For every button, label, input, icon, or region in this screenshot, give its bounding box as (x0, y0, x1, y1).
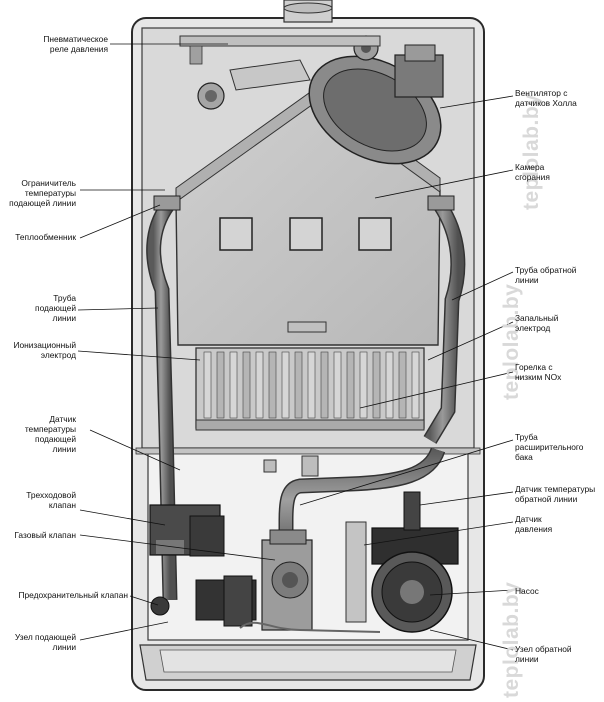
burner-bar (411, 351, 420, 419)
leader-line (79, 204, 161, 239)
burner-bar (242, 351, 251, 419)
leader-line (429, 589, 514, 596)
leader-line (79, 534, 276, 561)
label-fan-hall: Вентилятор с датчиков Холла (515, 88, 577, 108)
burner-bar (385, 351, 394, 419)
label-flow-pipe: Труба подающей линии (35, 293, 76, 323)
leader-line (89, 429, 181, 471)
label-flow-temp-sensor: Датчик температуры подающей линии (24, 414, 76, 454)
label-pump: Насос (515, 586, 539, 596)
leader-lines (77, 43, 514, 651)
pressure-relay-body (179, 35, 381, 110)
label-pressure-sensor: Датчик давления (515, 514, 553, 534)
burner-bar (307, 351, 316, 419)
label-return-unit: Узел обратной линии (515, 644, 572, 664)
expansion-pipe-body (278, 447, 446, 560)
label-three-way-valve: Трехходовой клапан (26, 490, 76, 510)
leader-line (439, 95, 514, 109)
burner-bar (333, 351, 342, 419)
three-way-valve-body (149, 504, 225, 557)
burner-bar (229, 351, 238, 419)
flow-pipe-body (146, 195, 181, 601)
label-pressure-relay: Пневматическое реле давления (43, 34, 108, 54)
fan-unit (308, 35, 444, 165)
label-ignition-electrode: Запальный электрод (515, 313, 559, 333)
leader-line (427, 321, 514, 361)
leader-line (79, 509, 166, 526)
label-gas-valve: Газовый клапан (14, 530, 76, 540)
leader-line (77, 350, 201, 361)
label-ionization-electrode: Ионизационный электрод (13, 340, 76, 360)
watermark-bottom: teplolab.by (500, 581, 523, 698)
watermark-top: teplolab.by (500, 283, 523, 400)
burner-bar (398, 351, 407, 419)
leader-line (374, 169, 514, 199)
burner-bar (203, 351, 212, 419)
flue-outlet (283, 0, 333, 23)
label-low-nox-burner: Горелка с низким NOx (515, 362, 562, 382)
burner-body (195, 347, 425, 431)
label-safety-valve: Предохранительный клапан (18, 590, 128, 600)
burner-bar (294, 351, 303, 419)
label-flow-unit: Узел подающей линии (14, 632, 76, 652)
label-combustion-chamber: Камера сгорания (515, 162, 550, 182)
lower-fittings (150, 455, 381, 633)
label-flow-temp-limiter: Ограничитель температуры подающей линии (9, 178, 76, 208)
burner-bar (372, 351, 381, 419)
burner-bar (346, 351, 355, 419)
pump-body (345, 491, 459, 633)
burner-bar (281, 351, 290, 419)
gas-valve-body (261, 529, 313, 631)
leader-line (79, 621, 169, 641)
leader-line (359, 371, 514, 409)
label-return-temp-sensor: Датчик температуры обратной линии (515, 484, 596, 504)
burner-bar (359, 351, 368, 419)
leader-line (451, 271, 514, 301)
burner-bar (268, 351, 277, 419)
leader-line (129, 595, 159, 606)
leader-line (299, 439, 514, 506)
label-return-pipe: Труба обратной линии (515, 265, 577, 285)
burner-bar (216, 351, 225, 419)
burner-bar (320, 351, 329, 419)
leader-line (429, 629, 514, 651)
leader-line (77, 307, 159, 311)
leader-line (419, 491, 514, 506)
watermark-top-right: teplolab.by (520, 93, 543, 210)
leader-line (363, 521, 514, 546)
burner-bar (255, 351, 264, 419)
label-heat-exchanger: Теплообменник (15, 232, 76, 242)
label-expansion-pipe: Труба расширительного бака (515, 432, 584, 462)
